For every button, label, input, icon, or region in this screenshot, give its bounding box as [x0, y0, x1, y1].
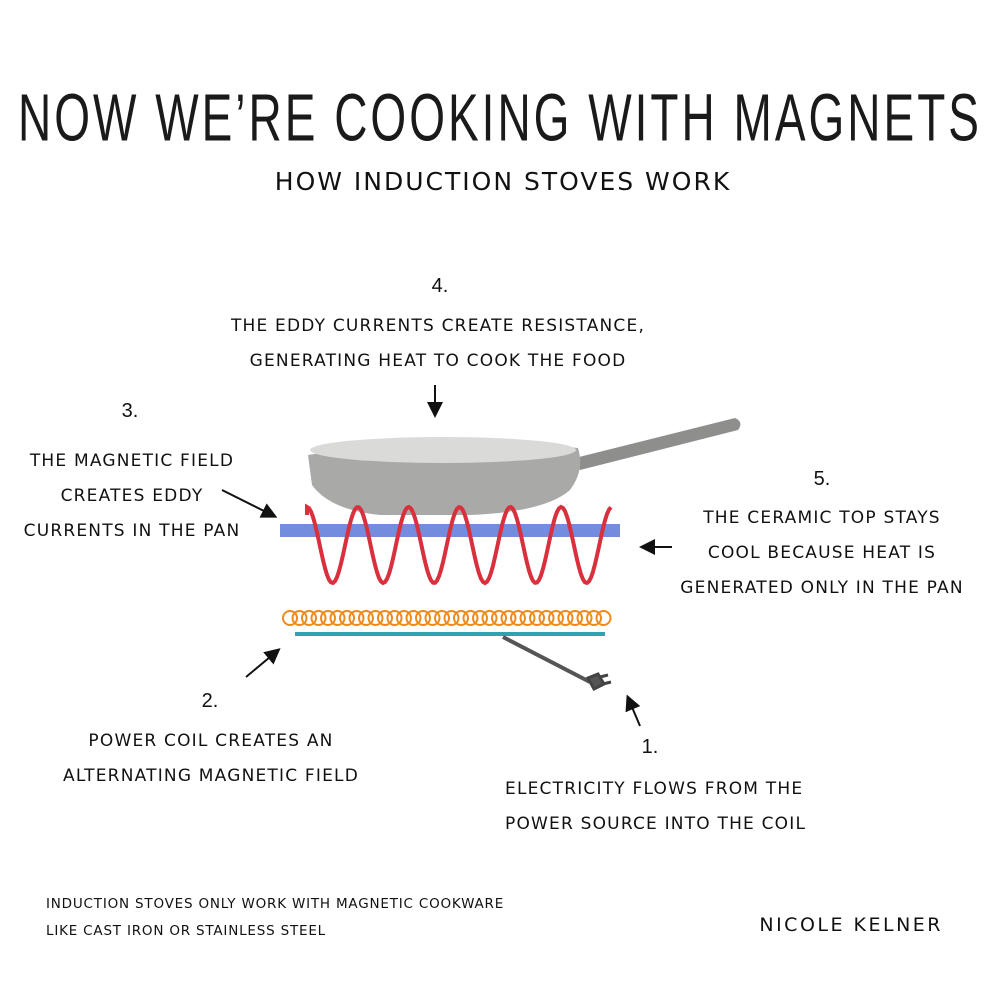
- power-coil-loop: [548, 610, 564, 626]
- step2-line: Power coil creates an: [88, 731, 334, 751]
- power-coil-loop: [576, 610, 593, 626]
- power-coil-loop: [348, 610, 365, 626]
- power-coil: [282, 610, 612, 626]
- power-coil-loop: [434, 610, 450, 626]
- footnote-line: like cast iron or stainless steel: [46, 923, 326, 939]
- arrow-step1: [625, 694, 641, 727]
- power-coil-loop: [595, 610, 612, 626]
- power-coil-loop: [491, 610, 507, 626]
- arrow-step2: [245, 648, 281, 678]
- step5-line: The ceramic top stays: [703, 508, 941, 528]
- power-coil-loop: [424, 610, 441, 626]
- power-coil-loop: [415, 610, 431, 626]
- step3-number: 3.: [121, 400, 139, 422]
- power-coil-loop: [301, 610, 317, 626]
- pan-rim: [310, 437, 576, 463]
- pan-handle: [575, 418, 741, 470]
- page-title: Now we’re cooking with magnets: [18, 79, 982, 155]
- power-coil-loop: [396, 610, 412, 626]
- step5-line: generated only in the pan: [680, 578, 964, 598]
- page-subtitle: How induction stoves work: [274, 167, 732, 196]
- power-coil-loop: [386, 610, 403, 626]
- power-coil-loop: [282, 610, 298, 626]
- power-coil-loop: [453, 610, 469, 626]
- power-coil-loop: [481, 610, 498, 626]
- power-coil-loop: [529, 610, 545, 626]
- power-coil-loop: [367, 610, 384, 626]
- power-coil-loop: [291, 610, 308, 626]
- step3-line: creates eddy: [60, 486, 204, 506]
- step2-line: alternating magnetic field: [62, 766, 360, 786]
- power-coil-loop: [567, 610, 583, 626]
- step4-number: 4.: [431, 275, 449, 297]
- power-coil-loop: [358, 610, 374, 626]
- step4-line: The eddy currents create resistance,: [230, 316, 646, 336]
- step3-line: The magnetic field: [29, 451, 235, 471]
- power-coil-loop: [329, 610, 346, 626]
- step1-line: Electricity flows from the: [505, 779, 804, 799]
- step3-text: The magnetic field creates eddy currents…: [24, 444, 241, 549]
- power-coil-loop: [557, 610, 574, 626]
- step1-line: power source into the coil: [505, 814, 807, 834]
- power-coil-loop: [339, 610, 355, 626]
- plug-icon: [585, 672, 612, 691]
- step3-line: currents in the pan: [23, 521, 241, 541]
- step2-text: Power coil creates an alternating magnet…: [63, 724, 359, 794]
- step4-line: generating heat to cook the food: [249, 351, 627, 371]
- eddy-current-coil: [305, 503, 613, 586]
- footnote-line: Induction stoves only work with magnetic…: [46, 896, 505, 912]
- power-coil-loop: [519, 610, 536, 626]
- power-coil-loop: [472, 610, 488, 626]
- power-coil-loop: [377, 610, 393, 626]
- step1-text: Electricity flows from the power source …: [505, 772, 806, 842]
- power-cord: [502, 635, 591, 684]
- power-coil-loop: [510, 610, 526, 626]
- power-coil-loop: [462, 610, 479, 626]
- power-coil-loop: [586, 610, 602, 626]
- step4-text: The eddy currents create resistance, gen…: [231, 309, 645, 379]
- power-coil-loop: [320, 610, 336, 626]
- arrow-step3: [221, 489, 278, 518]
- frying-pan: [308, 418, 741, 515]
- power-coil-loop: [538, 610, 555, 626]
- power-coil-loop: [405, 610, 422, 626]
- footnote: Induction stoves only work with magnetic…: [46, 891, 504, 945]
- step2-number: 2.: [201, 690, 219, 712]
- step5-text: The ceramic top stays cool because heat …: [680, 501, 963, 606]
- step5-number: 5.: [813, 468, 831, 490]
- author-signature: Nicole Kelner: [759, 914, 943, 936]
- power-coil-loop: [310, 610, 327, 626]
- power-coil-loop: [500, 610, 517, 626]
- step1-number: 1.: [641, 736, 659, 758]
- step5-line: cool because heat is: [707, 543, 937, 563]
- power-coil-loop: [443, 610, 460, 626]
